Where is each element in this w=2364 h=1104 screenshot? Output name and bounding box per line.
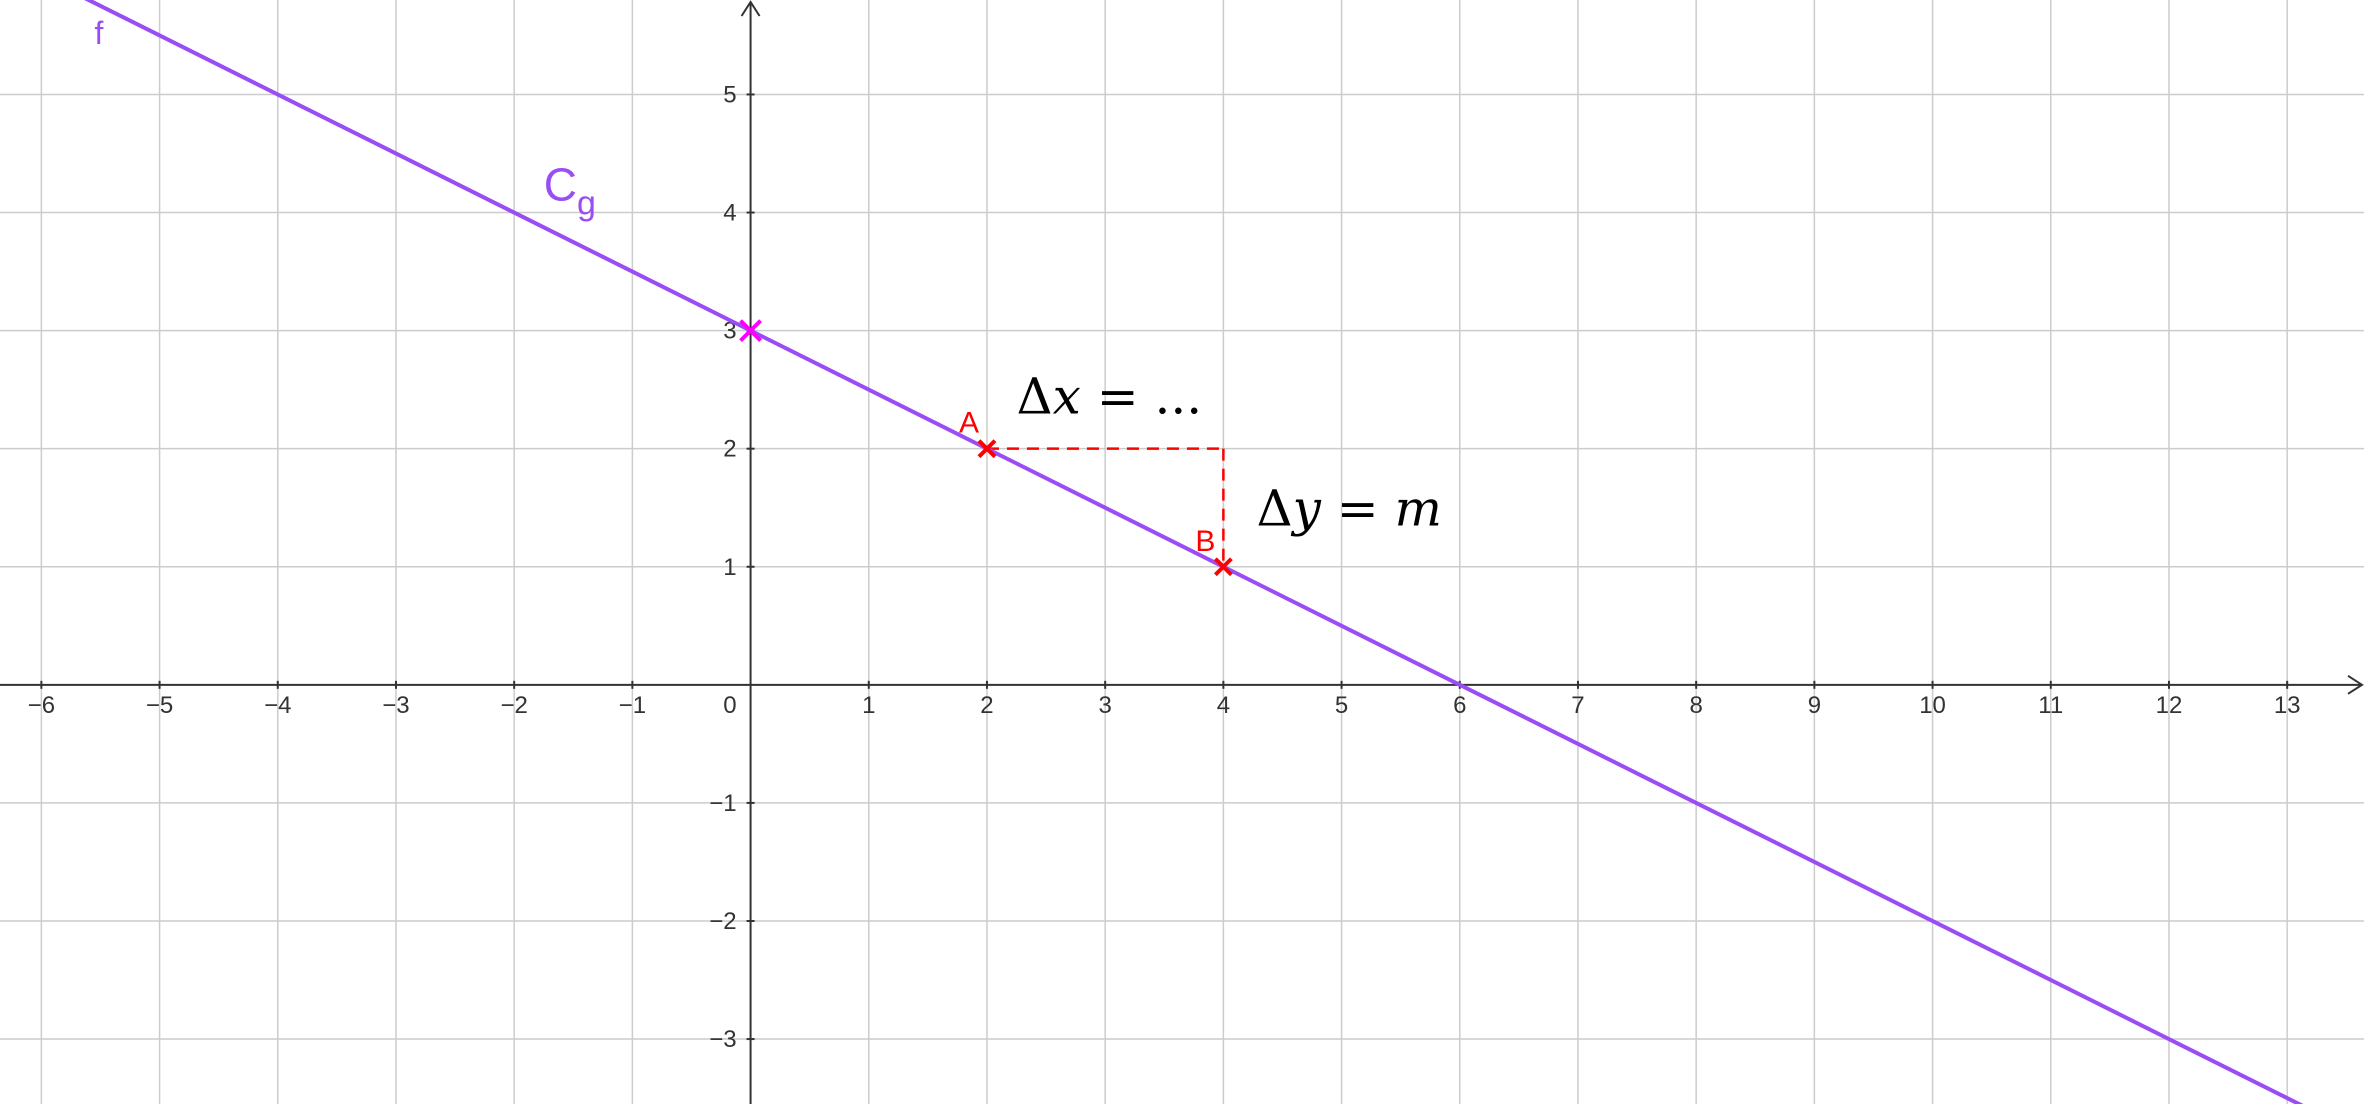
delta-y-val: m (1395, 479, 1442, 537)
x-tick-label: 1 (862, 692, 875, 719)
x-tick-label: 11 (2038, 692, 2063, 719)
point-y-intercept (739, 319, 762, 343)
y-tick-label: 4 (723, 200, 736, 227)
point-b (1213, 557, 1233, 577)
delta-y-symbol: Δ (1256, 479, 1292, 537)
delta-y-var: y (1291, 479, 1322, 537)
y-tick-label: −2 (709, 908, 736, 935)
delta-x-var: x (1053, 367, 1081, 425)
y-tick-label: 5 (723, 81, 736, 108)
function-name-label: f (95, 15, 104, 51)
x-tick-label: −5 (146, 692, 173, 719)
y-tick-label: −3 (709, 1026, 736, 1053)
delta-y-annotation: Δy = m (1256, 479, 1441, 537)
x-tick-label: 3 (1098, 692, 1111, 719)
curve-label-main: C (544, 159, 577, 211)
x-tick-label: −2 (500, 692, 527, 719)
x-tick-label: −4 (264, 692, 291, 719)
x-tick-label: 2 (980, 692, 993, 719)
y-tick-label: 2 (723, 436, 736, 463)
delta-x-symbol: Δ (1017, 367, 1053, 425)
x-tick-label: 6 (1453, 692, 1466, 719)
curve-label-sub: g (577, 185, 596, 223)
delta-x-rest: = ... (1081, 367, 1202, 425)
point-a (977, 439, 997, 459)
delta-x-annotation: Δx = ... (1017, 367, 1203, 425)
x-tick-label: 4 (1217, 692, 1230, 719)
delta-y-eq: = (1321, 479, 1395, 537)
y-tick-label: −1 (709, 790, 736, 817)
point-label: A (959, 407, 979, 440)
x-tick-label: 9 (1808, 692, 1821, 719)
x-tick-label: 7 (1571, 692, 1584, 719)
x-axis-arrow (2347, 674, 2364, 695)
curve-label: Cg (544, 159, 596, 223)
y-axis-arrow (740, 0, 761, 17)
x-tick-label: 5 (1335, 692, 1348, 719)
x-tick-label: 8 (1689, 692, 1702, 719)
labels: f Cg Δx = ... Δy = m (95, 15, 1442, 537)
point-marker-stroke (977, 439, 997, 459)
x-tick-label: −3 (382, 692, 409, 719)
point-label: B (1195, 525, 1215, 558)
point-marker-stroke (739, 319, 762, 343)
x-tick-label: 13 (2274, 692, 2301, 719)
y-tick-label: 3 (723, 318, 736, 345)
x-tick-label: 12 (2156, 692, 2183, 719)
x-tick-label: −6 (28, 692, 55, 719)
points: AB (739, 319, 1233, 577)
origin-label: 0 (723, 692, 736, 719)
point-marker-stroke (1213, 557, 1233, 577)
x-tick-label: −1 (619, 692, 646, 719)
y-tick-label: 1 (723, 554, 736, 581)
x-tick-label: 10 (1919, 692, 1946, 719)
